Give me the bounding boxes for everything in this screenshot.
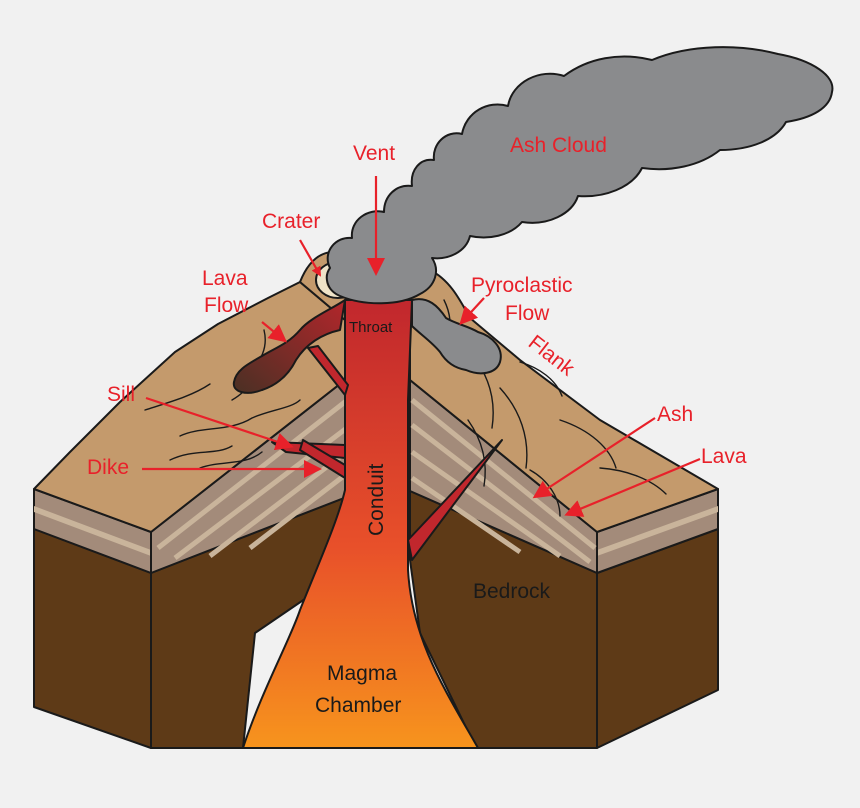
pyroclastic-flow xyxy=(411,298,502,375)
lava-label: Lava xyxy=(701,445,747,468)
pyroclastic-label-line2: Flow xyxy=(505,302,550,325)
strata-layers xyxy=(33,379,719,574)
crater-arrow xyxy=(299,239,321,277)
sill-label: Sill xyxy=(107,383,135,406)
conduit-label: Conduit xyxy=(365,463,388,536)
throat-label: Throat xyxy=(349,319,393,336)
dike-label: Dike xyxy=(87,456,129,479)
ash-arrow xyxy=(532,417,656,499)
label-arrows xyxy=(142,176,701,517)
ash-label: Ash xyxy=(657,403,693,426)
lava-flow-arrow xyxy=(261,321,288,343)
lava-arrow xyxy=(564,457,701,517)
magma-chamber-label-line1: Magma xyxy=(327,662,397,685)
sill-arrow xyxy=(145,396,294,451)
magma-system xyxy=(242,299,503,749)
lava-flow-label-line2: Flow xyxy=(204,294,249,317)
vent-label: Vent xyxy=(353,142,395,165)
lava-flow-label-line1: Lava xyxy=(202,267,248,290)
crater-label: Crater xyxy=(262,210,320,233)
lava-flow xyxy=(232,299,346,394)
labels: Ash Cloud Vent Crater Lava Flow Pyroclas… xyxy=(87,134,747,717)
magma-chamber-label-line2: Chamber xyxy=(315,694,401,717)
pyroclastic-label-line1: Pyroclastic xyxy=(471,274,573,297)
bedrock-block xyxy=(33,490,719,749)
ash-cloud xyxy=(325,46,834,305)
pyroclastic-arrow xyxy=(459,297,485,325)
ash-cloud-label: Ash Cloud xyxy=(510,134,607,157)
bedrock-label: Bedrock xyxy=(473,580,551,603)
